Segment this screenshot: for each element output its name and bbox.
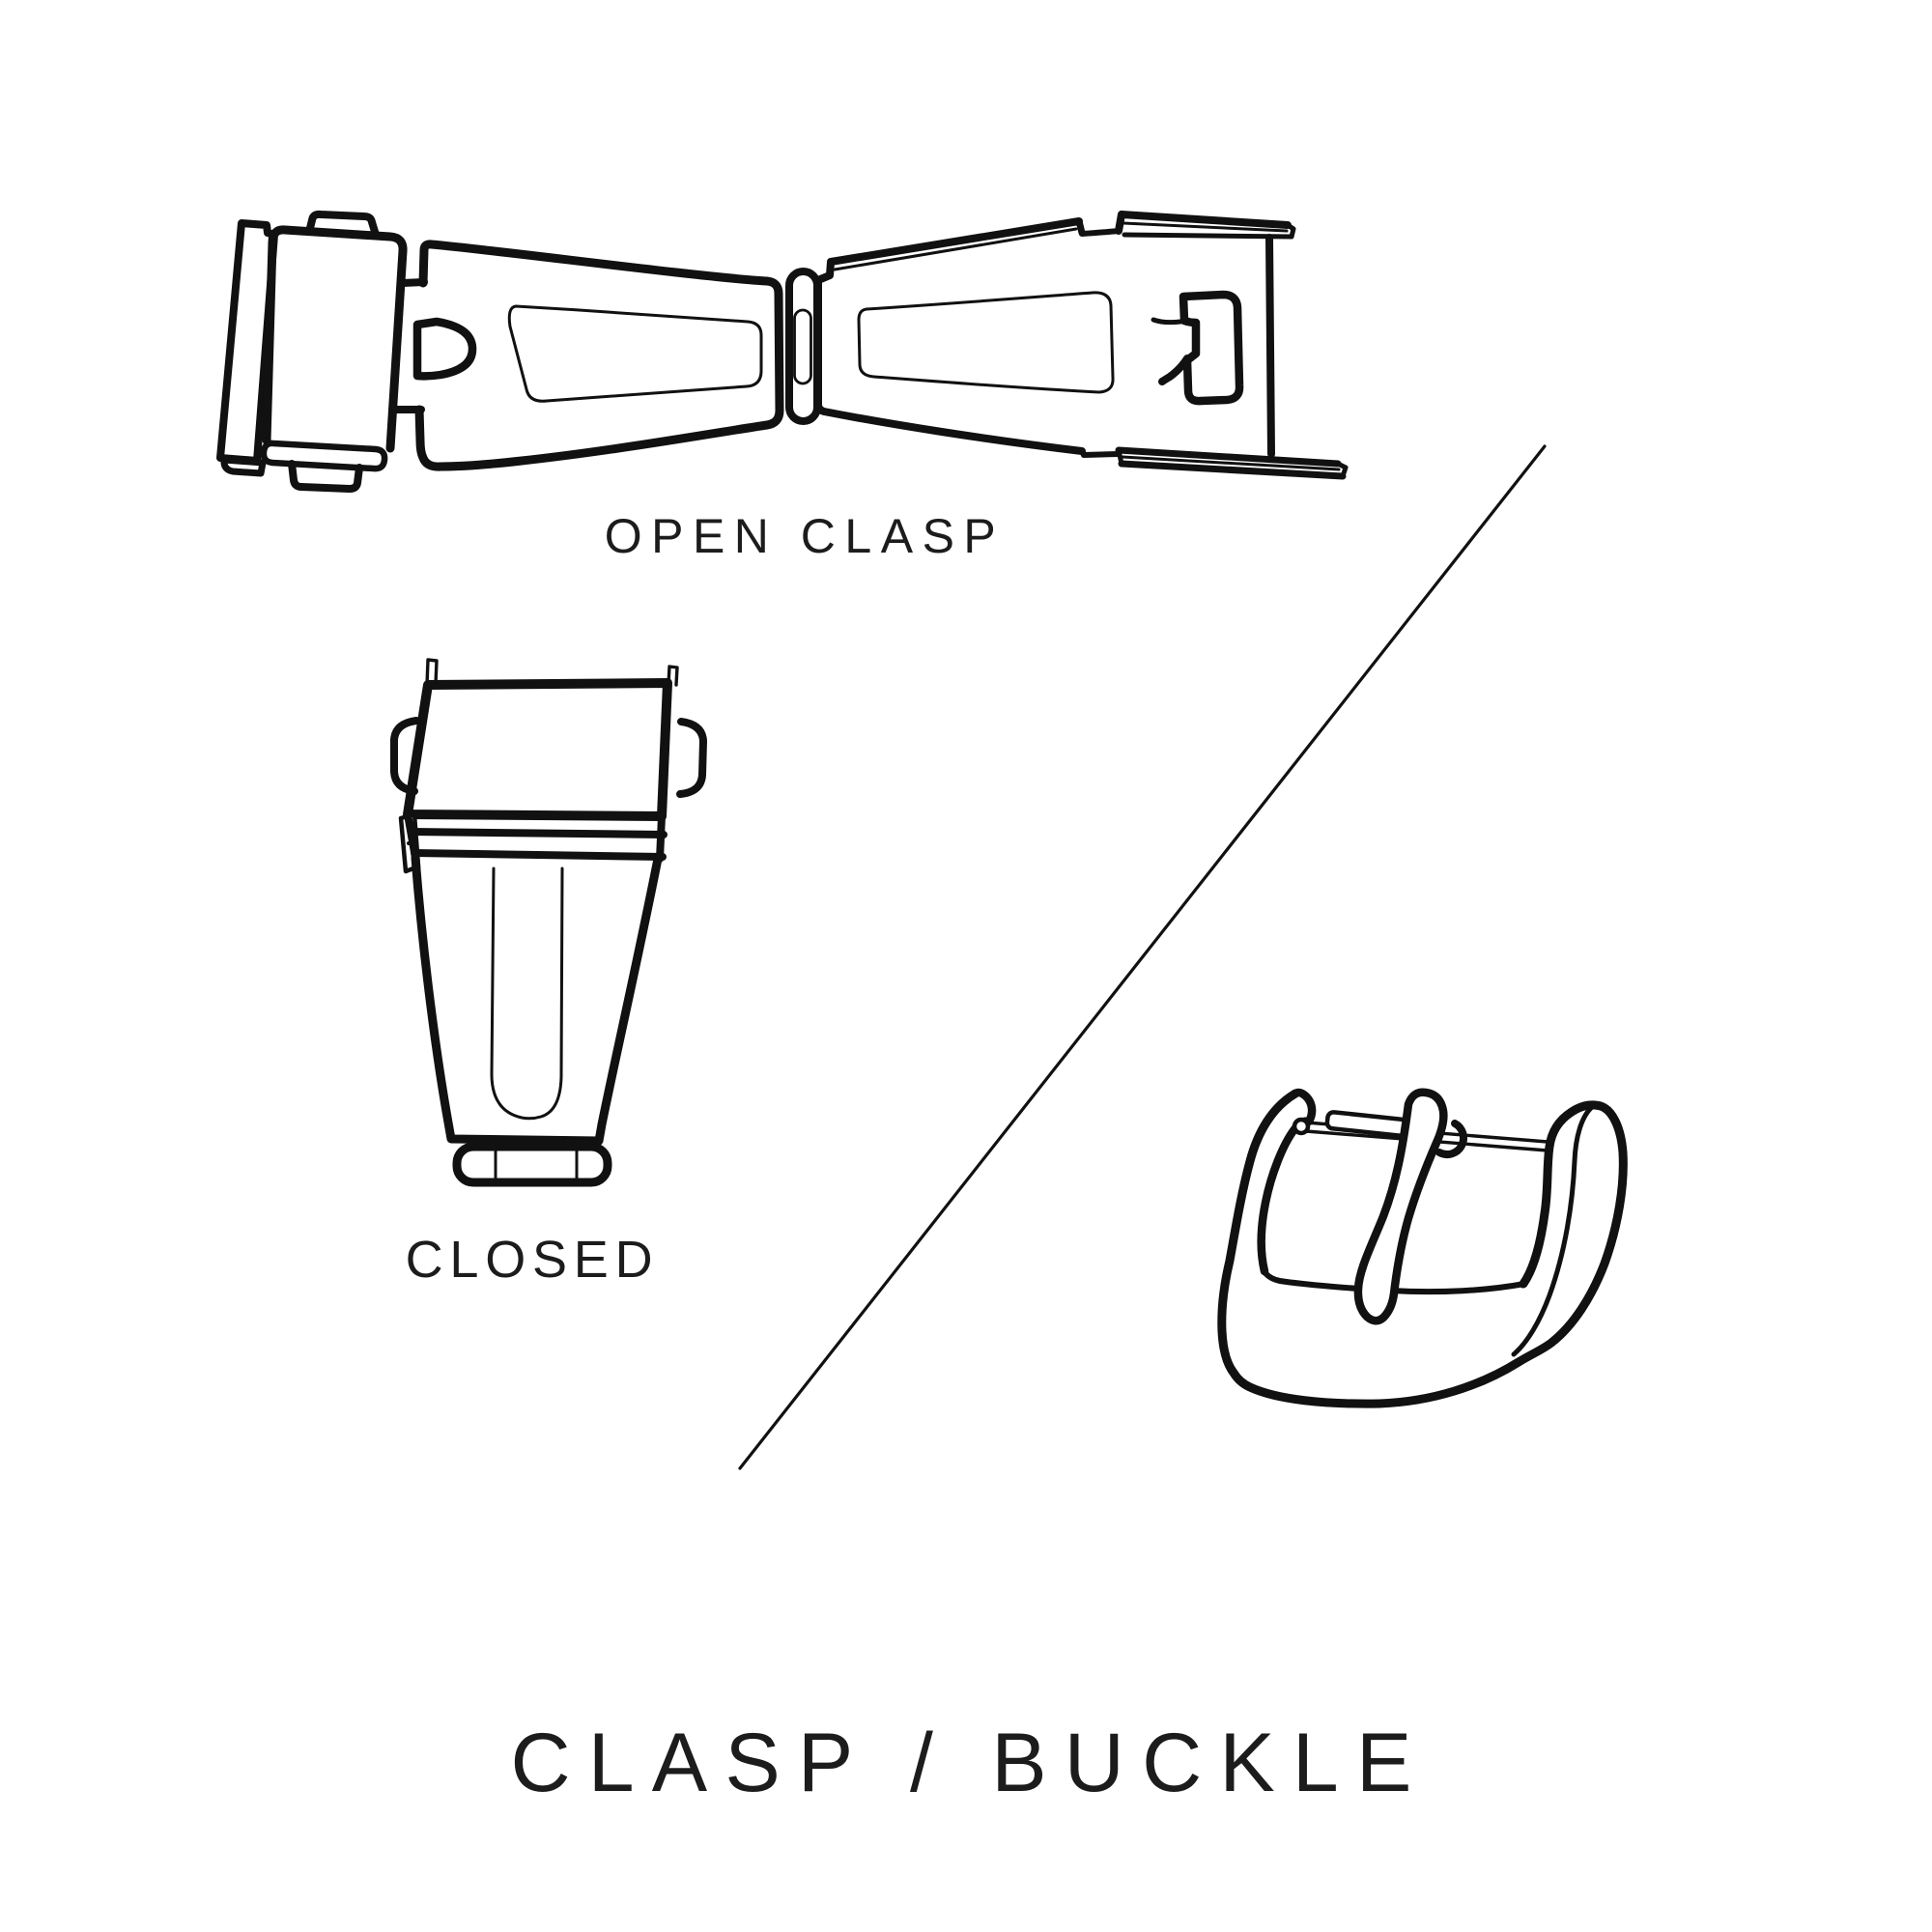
svg-text:CLASP / BUCKLE: CLASP / BUCKLE	[510, 1717, 1429, 1809]
svg-text:OPEN CLASP: OPEN CLASP	[605, 509, 1006, 563]
svg-text:CLOSED: CLOSED	[406, 1231, 660, 1289]
